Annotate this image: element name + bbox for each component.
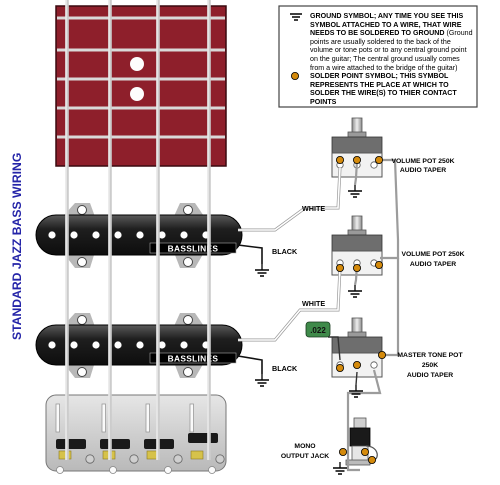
ground-symbol — [347, 284, 363, 298]
pickup-brand-label: BASSLINES — [168, 354, 219, 364]
pot3-label-line1: MASTER TONE POT — [397, 352, 463, 359]
legend-ground-description: (Ground points are usually soldered to t… — [310, 29, 473, 72]
output-jack — [345, 417, 378, 466]
legend-ground-icon — [290, 13, 302, 21]
fret-marker-dot — [130, 87, 144, 101]
jack-label-line1: MONO — [294, 443, 315, 450]
legend — [278, 5, 478, 108]
wire-label-black: BLACK — [272, 247, 298, 256]
bridge-pickup: BASSLINES — [35, 313, 243, 378]
wire-label-black: BLACK — [272, 364, 298, 373]
wire-label-white: WHITE — [302, 204, 325, 213]
pickup-brand-label: BASSLINES — [168, 244, 219, 254]
ground-symbol — [347, 184, 363, 198]
pot3-label-line2: 250K — [422, 362, 438, 369]
strings — [65, 0, 211, 460]
hot-wires-white — [238, 167, 342, 342]
solder-points — [335, 155, 387, 465]
legend-ground-text: GROUND SYMBOL; ANY TIME YOU SEE THIS SYM… — [310, 12, 473, 72]
diagram-title: STANDARD JAZZ BASS WIRING — [10, 153, 24, 340]
ground-symbol — [254, 263, 270, 277]
pot2-label-line2: AUDIO TAPER — [410, 261, 456, 268]
legend-solder-title: SOLDER POINT SYMBOL; THIS SYMBOL REPRESE… — [310, 72, 457, 106]
pot1-label-line1: VOLUME POT 250K — [391, 158, 454, 165]
legend-solder-icon — [290, 72, 300, 80]
legend-ground-title: GROUND SYMBOL; ANY TIME YOU SEE THIS SYM… — [310, 12, 464, 38]
legend-solder-text: SOLDER POINT SYMBOL; THIS SYMBOL REPRESE… — [310, 72, 473, 106]
frets — [57, 16, 225, 139]
ground-wires — [346, 158, 400, 472]
pot3-label-line3: AUDIO TAPER — [407, 372, 453, 379]
ground-symbol — [348, 384, 364, 398]
tone-circuit-wire — [328, 336, 358, 386]
tone-capacitor: .022 — [305, 321, 331, 338]
ground-symbol — [254, 373, 270, 387]
ground-symbol — [332, 461, 348, 475]
capacitor-value: .022 — [310, 326, 326, 335]
wire-label-white: WHITE — [302, 299, 325, 308]
fretboard — [55, 5, 227, 167]
pot1-label-line2: AUDIO TAPER — [400, 167, 446, 174]
fret-marker-dot — [130, 57, 144, 71]
bridge — [45, 394, 227, 474]
jack-label-line2: OUTPUT JACK — [281, 453, 329, 460]
pickup-ground-wires — [237, 244, 263, 374]
pot2-label-line1: VOLUME POT 250K — [401, 251, 464, 258]
